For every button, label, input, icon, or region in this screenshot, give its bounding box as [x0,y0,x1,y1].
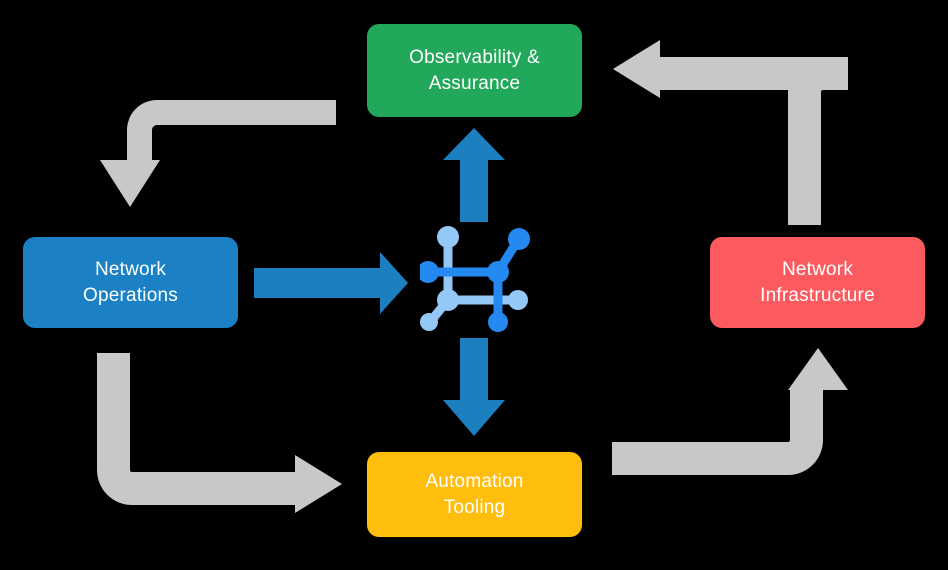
cycle-arrow-automation-to-infrastructure [612,348,848,475]
cycle-arrow-observability-to-operations [100,59,336,207]
node-automation-tooling[interactable]: Automation Tooling [367,452,582,537]
cycle-arrow-infrastructure-to-observability-shaft [613,40,848,98]
arrow-center-to-automation [443,338,505,436]
node-operations-label: Network Operations [83,259,178,306]
arrow-center-to-observability [443,128,505,222]
node-network-operations[interactable]: Network Operations [23,237,238,328]
arrow-operations-to-center [254,252,408,314]
cycle-arrow-operations-to-automation [97,353,342,513]
cycle-arrow-infrastructure-to-observability-body [788,57,848,225]
network-topology-icon [420,226,530,332]
node-observability-label: Observability & Assurance [409,47,540,94]
topology-nodes-secondary [420,226,528,331]
node-automation-label: Automation Tooling [425,471,524,518]
topology-nodes-primary [420,228,530,332]
node-observability-assurance[interactable]: Observability & Assurance [367,24,582,117]
node-infrastructure-label: Network Infrastructure [760,259,875,306]
node-network-infrastructure[interactable]: Network Infrastructure [710,237,925,328]
